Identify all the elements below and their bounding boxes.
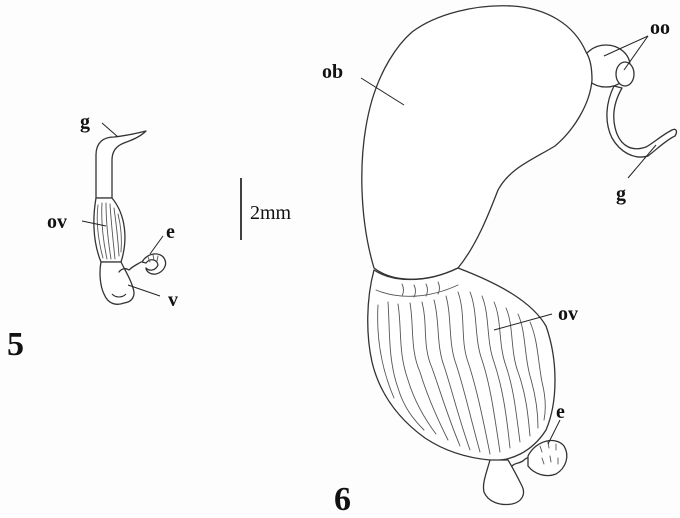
fig6-ovariole (368, 268, 555, 460)
figure-5: g ov e v 5 (7, 111, 178, 363)
fig6-germarium (607, 86, 677, 157)
fig6-ovarian-body (362, 6, 592, 280)
scale-bar: 2mm (241, 178, 292, 240)
fig6-vitellarium (483, 460, 523, 505)
fig6-label-ob: ob (322, 61, 343, 83)
scale-bar-label: 2mm (250, 202, 292, 224)
fig5-leader-g (102, 123, 118, 137)
fig5-germarium (96, 131, 146, 198)
fig6-label-e: e (556, 401, 565, 423)
fig6-oocyte-small (616, 62, 634, 86)
fig5-label-v: v (168, 289, 178, 311)
fig6-label-ov: ov (558, 303, 578, 325)
fig5-ovariole (94, 198, 125, 262)
fig5-leader-e (150, 236, 163, 254)
figure-6: ob oo g ov e 6 (322, 6, 676, 518)
fig5-label-e: e (166, 221, 175, 243)
fig5-label-g: g (80, 111, 90, 133)
fig6-label-g: g (616, 183, 626, 205)
fig5-label-ov: ov (47, 211, 67, 233)
figure-5-number: 5 (7, 326, 24, 363)
figure-6-number: 6 (334, 481, 351, 518)
fig6-label-oo: oo (650, 17, 670, 39)
fig5-vitellarium (100, 262, 134, 304)
